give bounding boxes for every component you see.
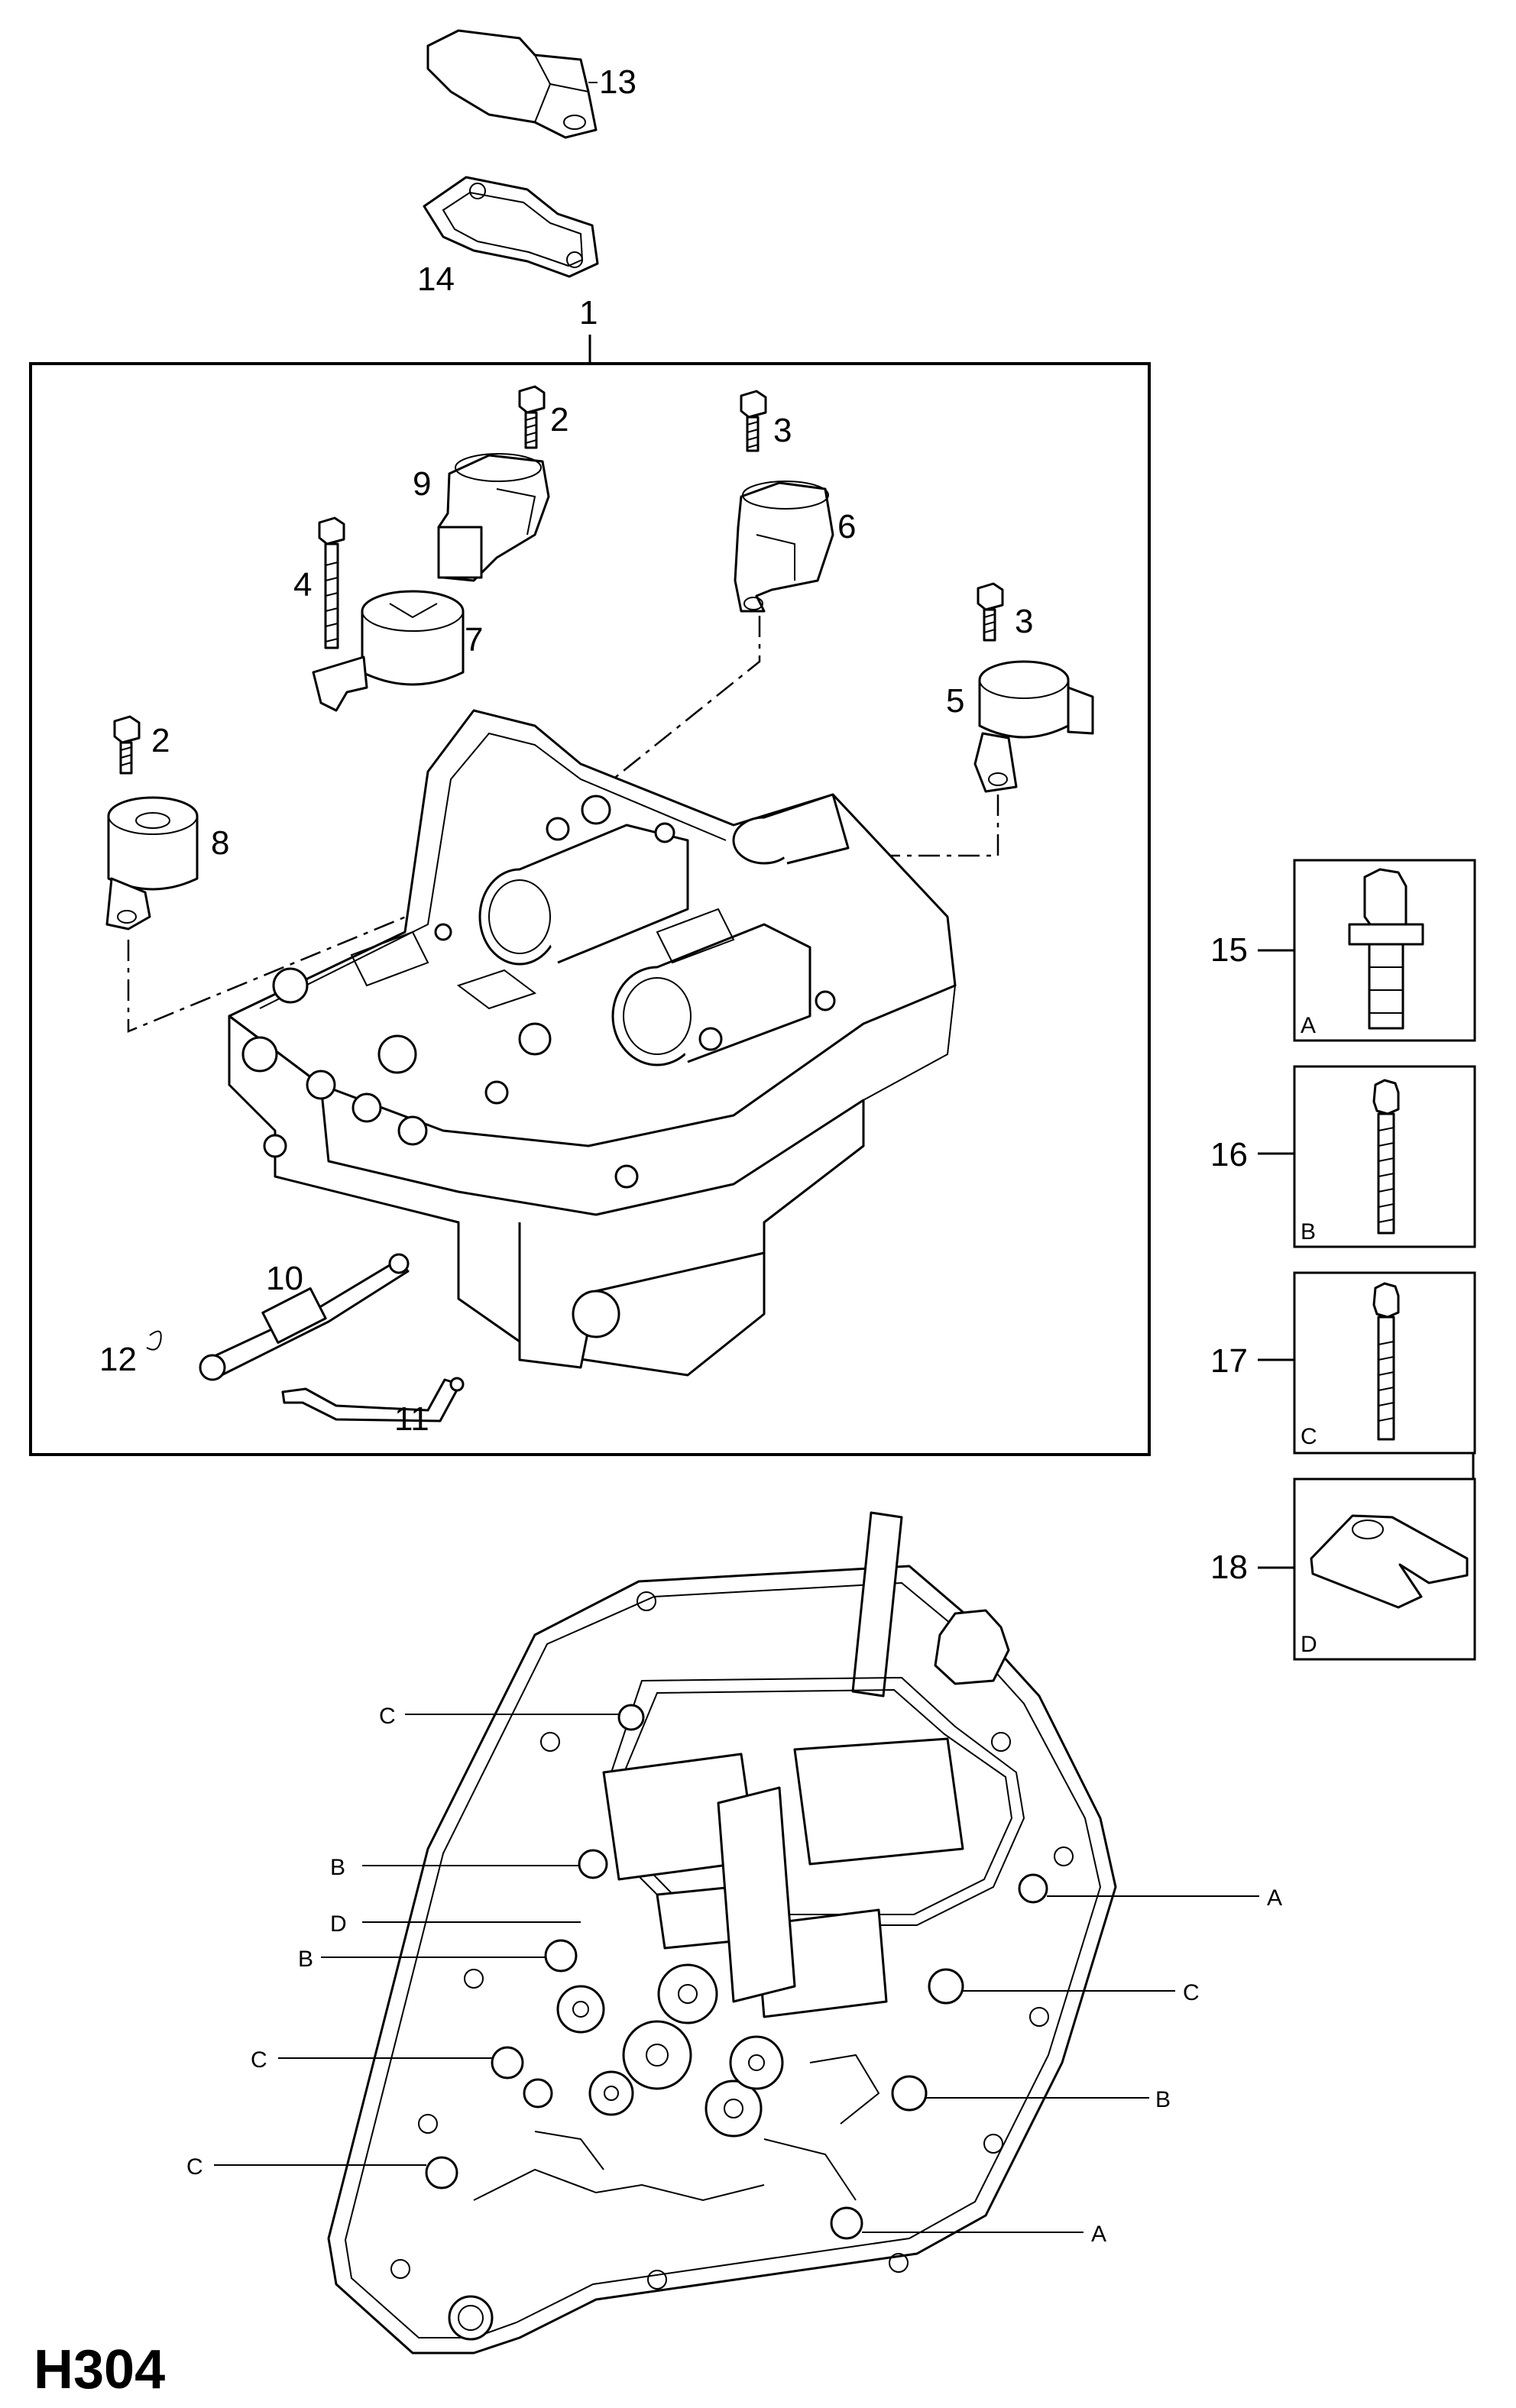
legend-letter-A: A [1301,1013,1316,1038]
bolt-letter-c-2: C [251,2047,267,2073]
callout-4: 4 [293,566,312,604]
callout-8: 8 [211,824,229,862]
callout-3-right: 3 [1015,603,1033,640]
bolt-letter-b-3: B [1155,2087,1171,2112]
part-8-solenoid [105,796,199,931]
bolt-letter-b-1: B [330,1855,345,1880]
legend-box-16 [1258,1065,1476,1248]
bolt-letter-d-1: D [330,1911,347,1937]
bolt-letter-c-1: C [379,1704,396,1729]
bolt-letter-a-2: A [1091,2222,1106,2247]
part-14-gasket [423,176,599,278]
part-13-cover [426,29,598,139]
callout-2-left: 2 [151,722,170,759]
legend-box-17 [1258,1271,1476,1455]
callout-13: 13 [599,63,637,101]
part-10-pin [199,1253,410,1381]
legend-letter-D: D [1301,1632,1317,1657]
part-5-solenoid [973,660,1094,793]
part-4-bolt [318,516,345,649]
assembly-line-8 [127,856,551,1033]
valve-body-assembly [228,709,957,1377]
bolt-letter-a-1: A [1267,1885,1282,1911]
bolt-letter-c-3: C [186,2154,203,2180]
part-3-screw-upper [740,390,767,452]
callout-2-upper: 2 [550,401,568,439]
callout-6: 6 [837,508,856,545]
part-6-solenoid [734,481,834,613]
callout-12: 12 [99,1341,137,1378]
callout-10: 10 [266,1260,303,1297]
legend-number-18: 18 [1210,1549,1248,1586]
bolt-layout-view [327,1511,1117,2355]
part-2-screw-left [113,715,141,775]
callout-7: 7 [465,621,483,659]
legend-number-15: 15 [1210,931,1248,969]
bolt-letter-b-2: B [298,1947,313,1972]
part-2-screw-upper [518,385,546,449]
callout-3-upper: 3 [773,412,792,449]
bolt-letter-c-4: C [1183,1980,1200,2005]
part-12-clip [146,1330,162,1351]
callout-14: 14 [417,261,455,298]
assembly-line-6 [565,616,761,818]
legend-box-15 [1258,859,1476,1042]
legend-number-16: 16 [1210,1136,1248,1173]
assembly-frame-1 [29,362,1151,1456]
callout-1: 1 [579,294,598,332]
legend-letter-B: B [1301,1219,1316,1244]
callout-11: 11 [394,1400,429,1438]
legend-letter-C: C [1301,1424,1317,1449]
legend-box-18 [1258,1477,1476,1661]
part-3-screw-right [977,582,1004,642]
part-11-rod [281,1377,465,1422]
callout-5: 5 [946,682,964,720]
callout-9: 9 [413,465,431,503]
legend-number-17: 17 [1210,1342,1248,1380]
part-7-solenoid [312,590,465,712]
sheet-code: H304 [34,2339,165,2400]
part-9-solenoid [437,453,550,582]
